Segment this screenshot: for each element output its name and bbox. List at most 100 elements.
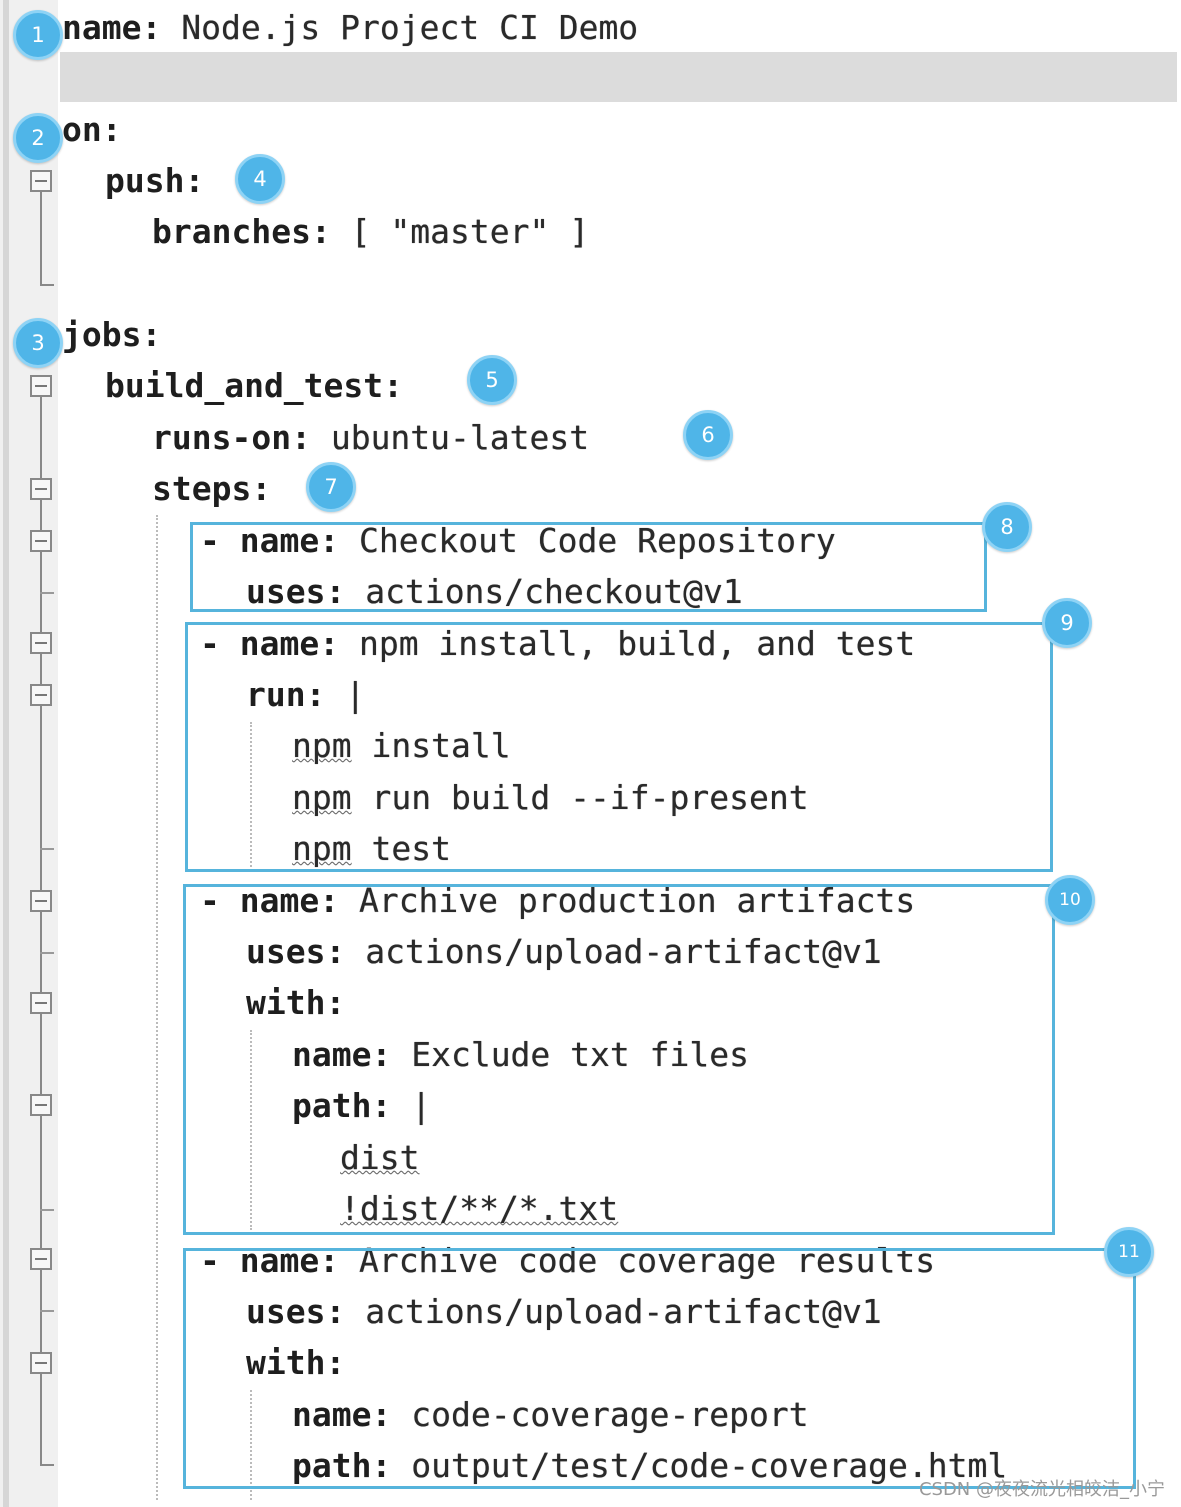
annotation-box-checkout-step xyxy=(190,522,987,612)
yaml-value: code-coverage-report xyxy=(411,1395,809,1434)
code-line[interactable]: name: code-coverage-report xyxy=(292,1395,809,1435)
code-line[interactable]: uses: actions/upload-artifact@v1 xyxy=(246,932,882,972)
code-line[interactable]: name: Node.js Project CI Demo xyxy=(62,8,638,48)
yaml-value: run build --if-present xyxy=(371,778,809,817)
fold-collapse-icon[interactable] xyxy=(30,478,52,500)
yaml-value: Node.js Project CI Demo xyxy=(181,8,639,47)
fold-tick xyxy=(40,592,54,594)
gutter-edge xyxy=(3,0,9,1507)
yaml-key: - name: xyxy=(200,521,340,560)
code-line[interactable]: runs-on: ubuntu-latest xyxy=(152,418,589,458)
fold-tick xyxy=(40,1209,54,1211)
annotation-box-coverage-step xyxy=(183,1248,1136,1489)
indent-guide xyxy=(250,1390,252,1500)
code-line[interactable]: push: xyxy=(105,161,204,201)
annotation-badge: 9 xyxy=(1042,598,1092,648)
yaml-key: on: xyxy=(62,110,122,149)
fold-collapse-icon[interactable] xyxy=(30,992,52,1014)
yaml-value: Archive code coverage results xyxy=(358,1241,936,1280)
code-line[interactable]: dist xyxy=(340,1138,419,1178)
yaml-value: | xyxy=(345,675,366,714)
annotation-box-archive-artifacts-step xyxy=(183,884,1055,1235)
indent-guide xyxy=(250,722,252,867)
yaml-key: jobs: xyxy=(62,315,162,354)
yaml-key: - name: xyxy=(200,881,340,920)
yaml-key: steps: xyxy=(152,469,272,508)
yaml-key: with: xyxy=(246,1343,346,1382)
fold-collapse-icon[interactable] xyxy=(30,170,52,192)
fold-collapse-icon[interactable] xyxy=(30,890,52,912)
code-line[interactable]: path: output/test/code-coverage.html xyxy=(292,1446,1007,1486)
code-line[interactable]: - name: Checkout Code Repository xyxy=(200,521,836,561)
annotation-badge: 5 xyxy=(467,355,517,405)
indent-guide xyxy=(156,515,158,1500)
indent-guide xyxy=(250,1030,252,1230)
yaml-key: path: xyxy=(292,1086,392,1125)
yaml-command: npm xyxy=(292,726,352,765)
fold-line-end xyxy=(40,1464,54,1466)
fold-collapse-icon[interactable] xyxy=(30,684,52,706)
fold-collapse-icon[interactable] xyxy=(30,1352,52,1374)
annotation-badge: 4 xyxy=(235,154,285,204)
code-line[interactable]: - name: Archive production artifacts xyxy=(200,881,915,921)
annotation-badge: 1 xyxy=(13,10,63,60)
annotation-badge: 2 xyxy=(13,113,63,163)
fold-tick xyxy=(40,1310,54,1312)
yaml-key: uses: xyxy=(246,572,346,611)
yaml-path: !dist/**/*.txt xyxy=(340,1189,619,1228)
annotation-box-npm-step xyxy=(185,622,1053,872)
yaml-key: with: xyxy=(246,983,346,1022)
code-line[interactable]: npm install xyxy=(292,726,511,766)
yaml-value: actions/upload-artifact@v1 xyxy=(365,932,882,971)
yaml-value: | xyxy=(411,1086,432,1125)
yaml-command: npm xyxy=(292,829,352,868)
fold-collapse-icon[interactable] xyxy=(30,1248,52,1270)
code-line[interactable]: !dist/**/*.txt xyxy=(340,1189,618,1229)
annotation-badge: 3 xyxy=(13,318,63,368)
code-line[interactable]: - name: Archive code coverage results xyxy=(200,1241,935,1281)
code-line[interactable]: build_and_test: xyxy=(105,366,403,406)
yaml-value: Archive production artifacts xyxy=(358,881,916,920)
yaml-key: name: xyxy=(62,8,162,47)
code-line[interactable]: uses: actions/upload-artifact@v1 xyxy=(246,1292,882,1332)
yaml-key: path: xyxy=(292,1446,392,1485)
fold-line-jobs xyxy=(40,395,42,1465)
code-line[interactable]: branches: [ "master" ] xyxy=(152,212,589,252)
code-line[interactable]: jobs: xyxy=(62,315,161,355)
yaml-value: test xyxy=(371,829,451,868)
code-line[interactable]: uses: actions/checkout@v1 xyxy=(246,572,743,612)
code-line[interactable]: path: | xyxy=(292,1086,431,1126)
code-line[interactable]: npm test xyxy=(292,829,451,869)
code-line[interactable]: with: xyxy=(246,983,345,1023)
fold-collapse-icon[interactable] xyxy=(30,632,52,654)
yaml-key: name: xyxy=(292,1035,392,1074)
fold-tick xyxy=(40,848,54,850)
code-line[interactable]: - name: npm install, build, and test xyxy=(200,624,915,664)
yaml-key: build_and_test: xyxy=(105,366,404,405)
yaml-key: name: xyxy=(292,1395,392,1434)
fold-collapse-icon[interactable] xyxy=(30,375,52,397)
code-line[interactable]: with: xyxy=(246,1343,345,1383)
yaml-command: npm xyxy=(292,778,352,817)
fold-tick xyxy=(40,952,54,954)
watermark: CSDN @夜夜流光相皎洁_小宁 xyxy=(918,1479,1165,1500)
yaml-path: dist xyxy=(340,1138,420,1177)
yaml-value: npm install, build, and test xyxy=(358,624,916,663)
yaml-key: uses: xyxy=(246,1292,346,1331)
yaml-value: install xyxy=(371,726,511,765)
fold-collapse-icon[interactable] xyxy=(30,530,52,552)
annotation-badge: 11 xyxy=(1104,1227,1154,1277)
yaml-value: Exclude txt files xyxy=(411,1035,749,1074)
annotation-badge: 8 xyxy=(982,502,1032,552)
code-line[interactable]: steps: xyxy=(152,469,271,509)
yaml-key: - name: xyxy=(200,624,340,663)
code-line[interactable]: name: Exclude txt files xyxy=(292,1035,749,1075)
yaml-value: Checkout Code Repository xyxy=(358,521,836,560)
code-line[interactable]: on: xyxy=(62,110,122,150)
yaml-key: - name: xyxy=(200,1241,340,1280)
fold-collapse-icon[interactable] xyxy=(30,1094,52,1116)
yaml-value: ubuntu-latest xyxy=(330,418,590,457)
code-line[interactable]: npm run build --if-present xyxy=(292,778,809,818)
code-line[interactable]: run: | xyxy=(246,675,365,715)
